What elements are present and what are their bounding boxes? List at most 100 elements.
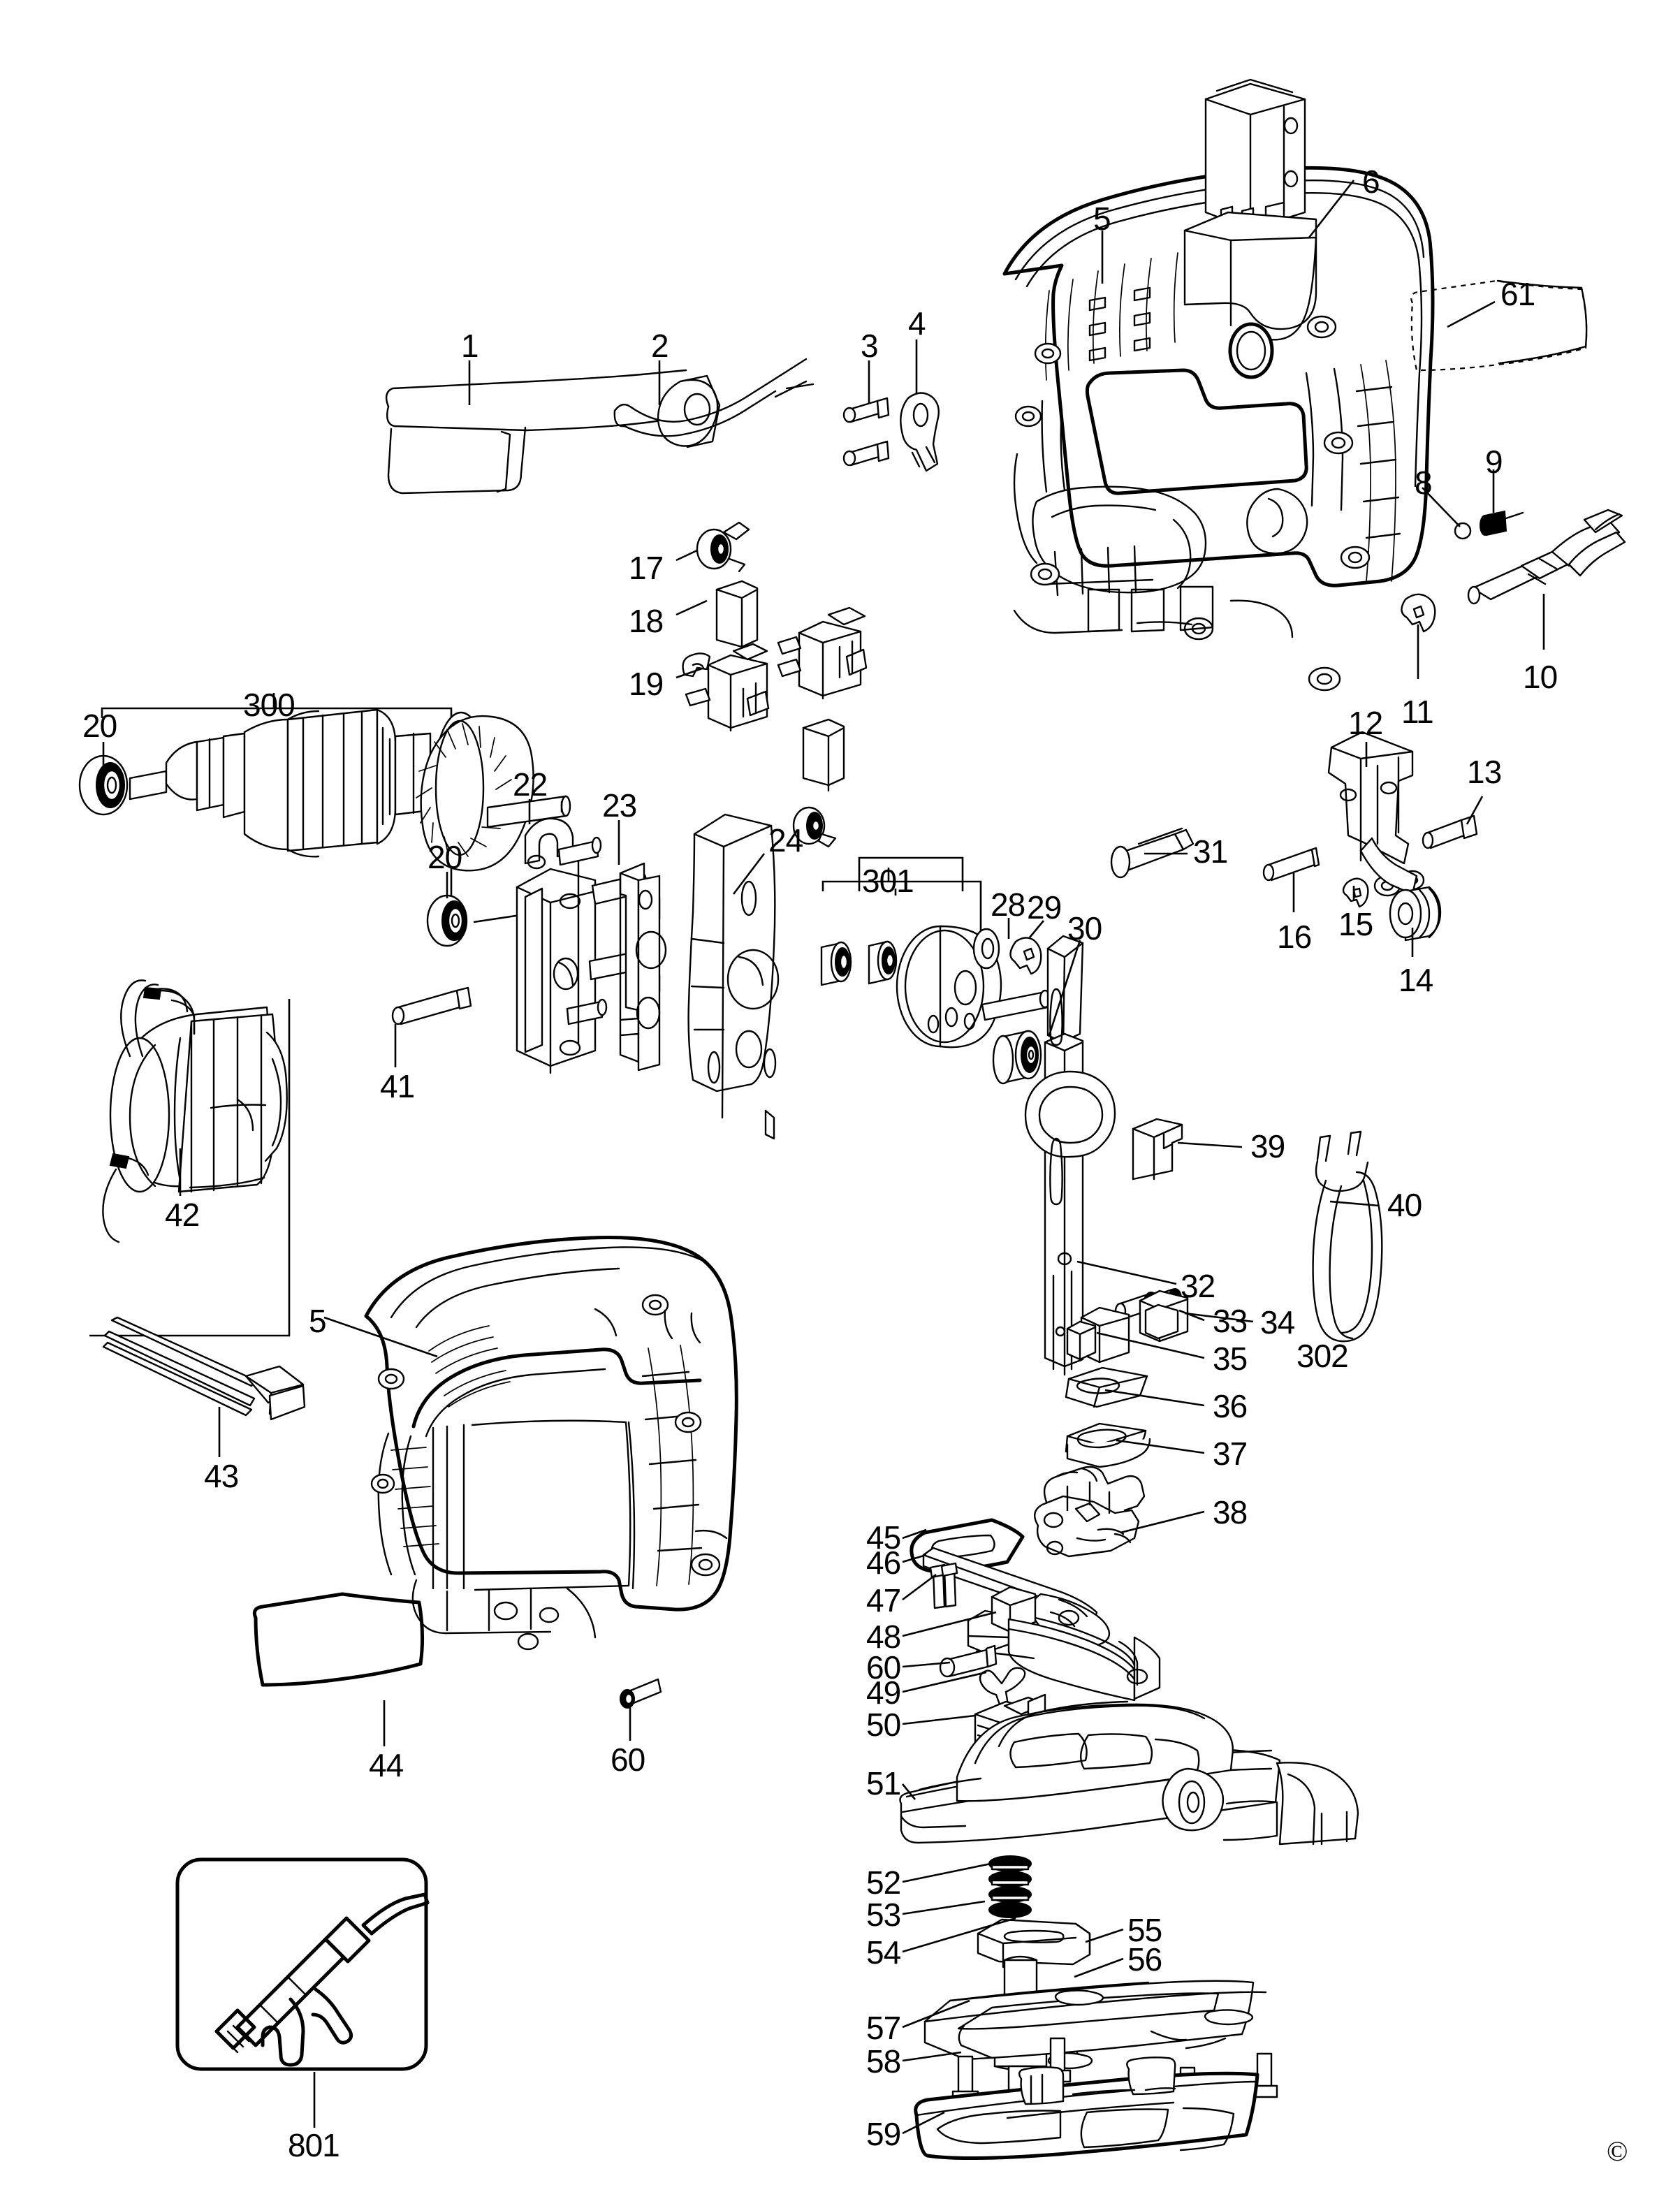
callout-label-6: 6 xyxy=(1362,163,1380,200)
part-handle-grip xyxy=(385,369,721,495)
part-brush-spring-17 xyxy=(696,521,750,573)
leader-lines xyxy=(102,180,1545,2135)
part-housing-half-left xyxy=(364,1235,738,1651)
callout-label-53: 53 xyxy=(866,1897,901,1933)
callout-label-302: 302 xyxy=(1296,1338,1349,1374)
callout-label-14: 14 xyxy=(1398,962,1433,998)
part-gear-case-support xyxy=(516,817,648,1074)
part-wire-spring-clip-40 xyxy=(1312,1130,1383,1343)
part-brush-spring-17-pair xyxy=(792,806,837,848)
callout-label-50: 50 xyxy=(866,1707,901,1743)
callout-label-36: 36 xyxy=(1213,1388,1248,1424)
part-blade-clamp-lever xyxy=(1467,509,1626,605)
part-counterweight-pin-31 xyxy=(1110,827,1195,879)
callout-label-33: 33 xyxy=(1213,1303,1248,1339)
part-blade-clamp-assembly-38 xyxy=(1034,1466,1146,1558)
part-armature-assembly xyxy=(78,693,571,947)
part-pin-60b xyxy=(939,1644,998,1678)
callout-label-58: 58 xyxy=(866,2043,901,2080)
callout-label-60-upper: 60 xyxy=(611,1741,645,1778)
part-roller-bearing-30 xyxy=(992,1030,1042,1085)
callout-label-56: 56 xyxy=(1127,1941,1162,1978)
callout-label-8: 8 xyxy=(1415,465,1433,501)
part-field-stator xyxy=(89,979,291,1337)
callout-label-55: 55 xyxy=(1127,1912,1162,1948)
callout-label-52: 52 xyxy=(866,1864,901,1901)
callout-label-23: 23 xyxy=(602,787,637,824)
part-brush-holder-19 xyxy=(682,643,770,732)
callout-label-301: 301 xyxy=(862,863,914,899)
part-retainer-plate-36 xyxy=(1065,1366,1148,1408)
part-brush-holder-19-pair xyxy=(777,606,868,700)
callout-label-29: 29 xyxy=(1027,889,1062,926)
callout-label-17: 17 xyxy=(629,550,664,586)
callout-label-1: 1 xyxy=(461,328,479,364)
part-name-plate-44 xyxy=(252,1592,425,1687)
callout-label-43: 43 xyxy=(204,1458,239,1494)
callout-label-45: 45 xyxy=(866,1519,901,1556)
part-grease-gun-accessory-801 xyxy=(175,1857,430,2071)
part-base-shoe-upper-51 xyxy=(899,1700,1359,1846)
part-retaining-clip-29 xyxy=(1009,937,1042,975)
callout-label-38: 38 xyxy=(1213,1494,1248,1530)
callout-label-10: 10 xyxy=(1523,659,1558,695)
callout-label-48: 48 xyxy=(866,1619,901,1655)
callout-label-5-right: 5 xyxy=(1093,200,1111,237)
callout-label-22: 22 xyxy=(513,766,548,803)
callout-label-24: 24 xyxy=(768,822,803,859)
part-rocker-arm xyxy=(687,813,780,1140)
callout-label-41: 41 xyxy=(380,1068,415,1104)
callout-label-11: 11 xyxy=(1401,694,1434,730)
part-roller-guide-bracket xyxy=(1327,731,1425,897)
part-power-cord xyxy=(613,358,815,437)
part-clamp-plate-37 xyxy=(1065,1422,1151,1468)
part-screw-60a xyxy=(620,1678,662,1709)
callout-label-39: 39 xyxy=(1250,1128,1285,1164)
callout-label-51: 51 xyxy=(866,1765,901,1802)
part-cord-clamp xyxy=(900,392,940,472)
part-base-plate-lower-59 xyxy=(914,2056,1259,2161)
callout-label-13: 13 xyxy=(1467,754,1502,790)
callout-label-61: 61 xyxy=(1500,276,1535,312)
part-carbon-brush-18-pair xyxy=(802,718,845,792)
part-anti-splinter-insert-43 xyxy=(102,1316,306,1421)
part-plunger-rod xyxy=(1024,935,1116,1376)
callout-label-54: 54 xyxy=(866,1934,901,1971)
part-drive-gear-assembly xyxy=(820,856,1051,1049)
part-label-decal xyxy=(1410,279,1588,372)
callout-label-44: 44 xyxy=(369,1747,404,1783)
callout-label-34: 34 xyxy=(1260,1304,1295,1340)
part-guide-block-34 xyxy=(1139,1290,1189,1343)
callout-label-18: 18 xyxy=(629,603,664,639)
part-ball-8 xyxy=(1454,522,1472,540)
callout-label-60-lower: 60 xyxy=(866,1649,901,1686)
part-guide-carrier-48 xyxy=(967,1586,1161,1702)
part-screws-3 xyxy=(842,397,890,467)
callout-label-40: 40 xyxy=(1387,1187,1422,1223)
callout-label-59: 59 xyxy=(866,2116,901,2152)
callout-label-35: 35 xyxy=(1213,1340,1248,1377)
callout-label-31: 31 xyxy=(1193,833,1228,870)
part-spring-clip-49 xyxy=(979,1667,1026,1711)
callout-label-300: 300 xyxy=(243,687,295,723)
part-guide-bracket-39 xyxy=(1132,1118,1183,1181)
callout-label-30: 30 xyxy=(1067,910,1102,947)
part-slide-block-53 xyxy=(977,1918,1091,1968)
callout-label-9: 9 xyxy=(1485,444,1503,480)
copyright-symbol: © xyxy=(1607,2135,1628,2167)
callout-label-46: 46 xyxy=(866,1544,901,1581)
part-base-plate-middle-57 xyxy=(923,1980,1267,2061)
callout-label-37: 37 xyxy=(1213,1435,1248,1472)
part-pin-13 xyxy=(1422,814,1478,849)
callout-label-16: 16 xyxy=(1277,919,1312,955)
callout-label-28: 28 xyxy=(991,886,1025,923)
part-pin-41 xyxy=(391,986,472,1025)
part-carbon-brush-18 xyxy=(715,580,759,654)
callout-label-57: 57 xyxy=(866,2010,901,2046)
part-pin-9 xyxy=(1480,510,1524,536)
part-guide-plate xyxy=(619,862,667,1072)
callout-label-42: 42 xyxy=(165,1197,200,1233)
callout-label-4: 4 xyxy=(908,305,926,342)
